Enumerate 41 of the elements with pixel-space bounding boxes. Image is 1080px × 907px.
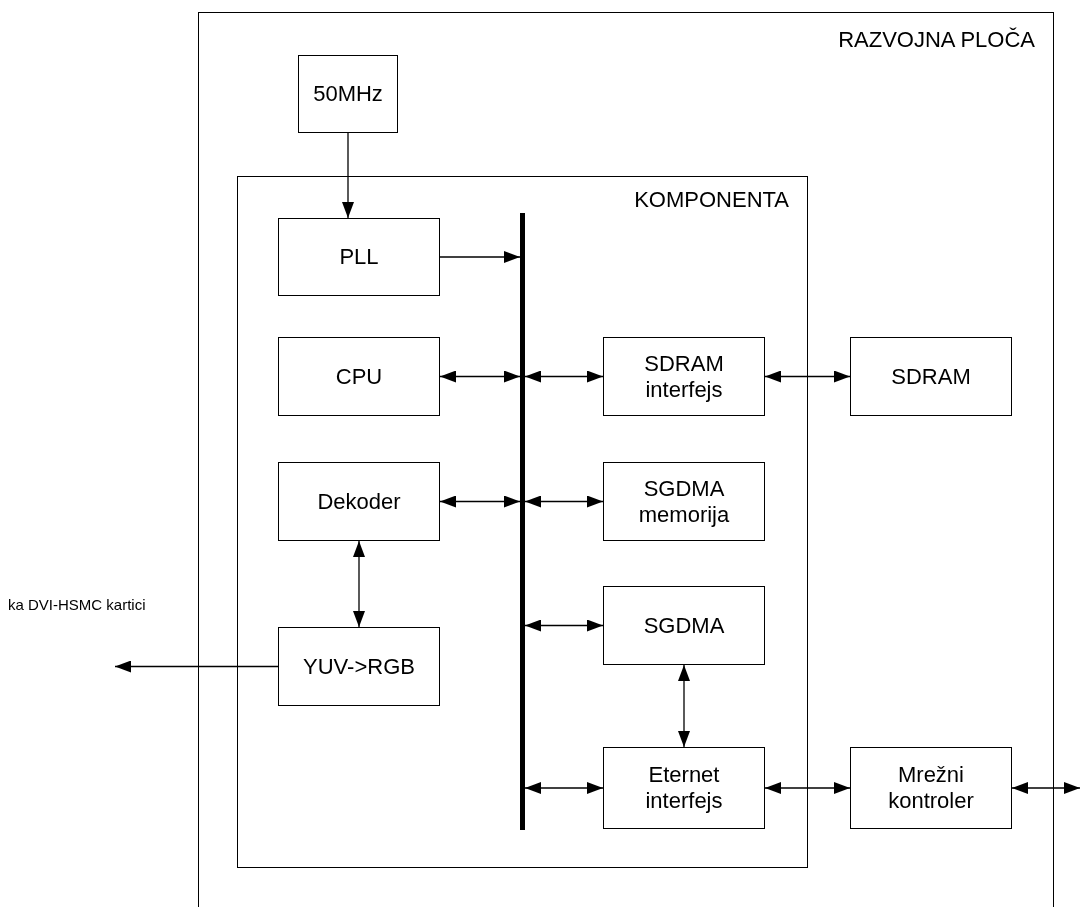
block-box [850,337,1012,416]
block-label: YUV->RGB [302,653,416,680]
block-label: Dekoder [316,488,402,515]
block-box [603,337,765,416]
arrow [524,370,604,383]
arrow [439,370,521,383]
arrow [678,664,690,748]
arrow [524,619,604,632]
arrow [524,495,604,508]
arrow [524,782,604,794]
block-box [278,627,440,706]
container-box [198,12,1054,907]
arrow [353,540,365,628]
container-title: KOMPONENTA [634,187,789,213]
block-label: Mrežni kontroler [887,762,975,814]
bus-bar [520,213,525,830]
block-label: SDRAM [890,363,972,390]
block-label: 50MHz [312,81,384,107]
block-label: Eternet interfejs [644,762,724,814]
block-box [603,747,765,829]
block-box [298,55,398,133]
block-box [603,462,765,541]
container-box [237,176,808,868]
arrow [114,660,279,673]
block-label: PLL [338,244,380,270]
block-label: SDRAM interfejs [643,350,725,403]
container-title: RAZVOJNA PLOČA [838,27,1035,53]
block-label: CPU [334,363,384,390]
block-label: SGDMA memorija [637,475,731,528]
block-label: SGDMA [642,612,726,639]
block-box [603,586,765,665]
block-box [278,462,440,541]
arrow [439,251,521,263]
block-box [850,747,1012,829]
arrow [1011,782,1080,794]
block-box [278,218,440,296]
arrow [764,370,851,383]
arrow [439,495,521,508]
arrow [764,782,851,794]
arrow [342,132,354,219]
block-box [278,337,440,416]
